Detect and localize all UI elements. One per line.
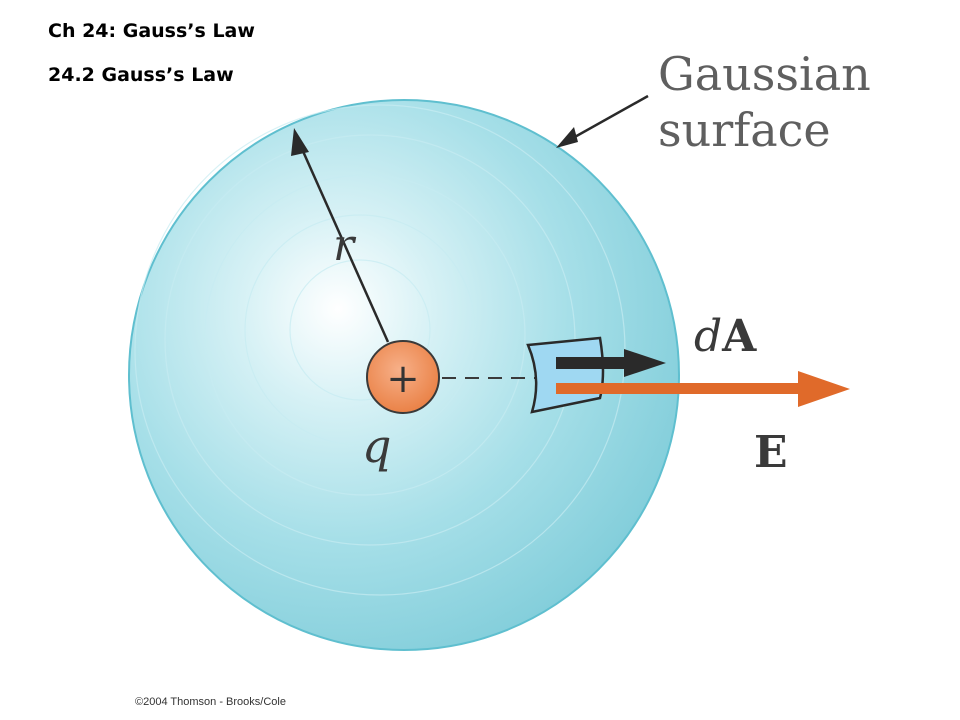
surface-pointer-arrow [556, 94, 649, 148]
slide-subtitle: 24.2 Gauss’s Law [48, 64, 234, 86]
area-label-d: d [694, 311, 722, 362]
gaussian-label-line1: Gaussian [658, 47, 871, 101]
radius-arrow [291, 128, 390, 343]
charge-label: q [362, 419, 391, 473]
field-label: E [754, 427, 788, 478]
field-vector-arrow [556, 371, 850, 407]
charge-sign: + [386, 356, 420, 402]
area-vector-arrow [556, 349, 666, 377]
point-charge: + [366, 340, 440, 414]
slide-title: Ch 24: Gauss’s Law [48, 20, 255, 42]
copyright-credit: ©2004 Thomson - Brooks/Cole [135, 696, 286, 708]
area-vector-label: dA [694, 311, 757, 362]
area-label-A: A [721, 311, 757, 362]
area-element-patch [526, 336, 605, 414]
gaussian-surface-label: Gaussian surface [658, 46, 871, 158]
radius-label: r [333, 220, 357, 271]
gaussian-label-line2: surface [658, 103, 831, 157]
